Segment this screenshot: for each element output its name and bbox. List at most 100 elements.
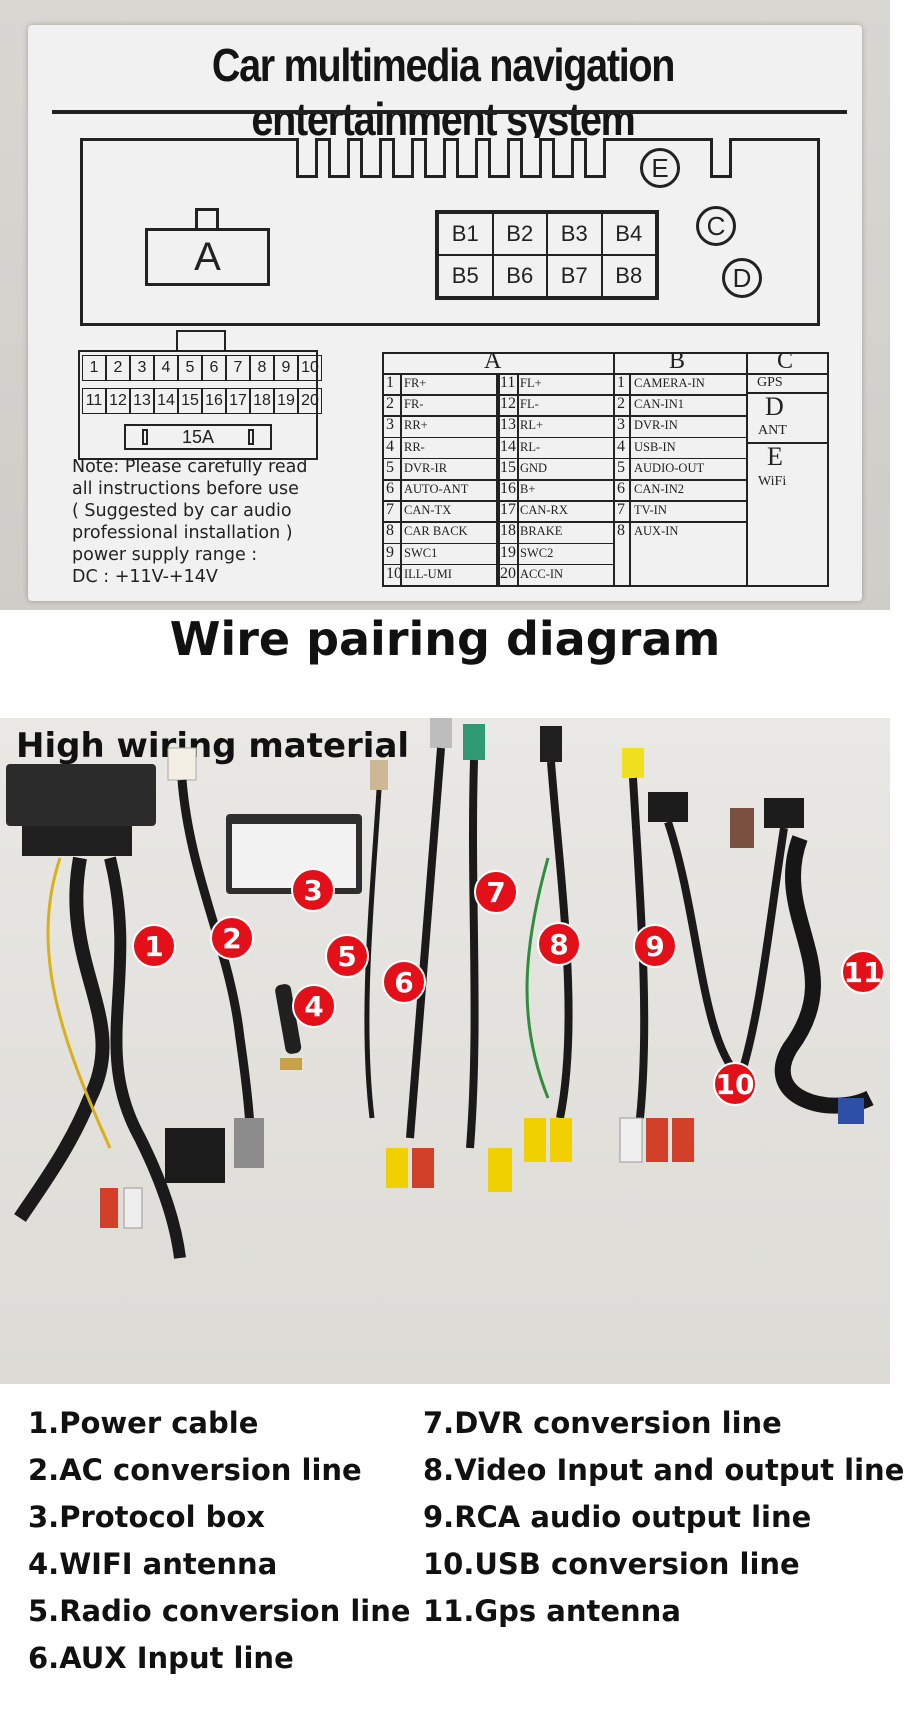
ac-connector xyxy=(167,747,197,781)
power-harness-plug xyxy=(6,764,156,826)
badge-8: 8 xyxy=(537,922,581,966)
pin-row-2: 11 12 13 14 15 16 17 18 19 20 xyxy=(82,388,322,414)
a-left-pin-number: 9 xyxy=(386,543,394,561)
a-left-pin-number: 2 xyxy=(386,395,394,413)
a-right-pin-number: 14 xyxy=(500,437,516,455)
b-slot: B2 xyxy=(492,213,547,255)
table-rule xyxy=(384,542,498,545)
a-left-pin-number: 1 xyxy=(386,374,394,391)
table-rule xyxy=(613,521,746,523)
rca-plug xyxy=(646,1118,668,1162)
legend-item: 2.AC conversion line xyxy=(28,1453,362,1487)
rca-plug xyxy=(524,1118,546,1162)
photo-subtitle: High wiring material xyxy=(16,726,410,766)
b-rows-signal: DVR-IN xyxy=(634,418,678,433)
a-left-signal: AUTO-ANT xyxy=(404,482,469,496)
table-rule xyxy=(498,415,613,417)
legend-item: 8.Video Input and output line xyxy=(423,1453,904,1487)
a-left-pin-number: 10 xyxy=(386,564,402,582)
badge-4: 4 xyxy=(292,984,336,1028)
fuse-terminal xyxy=(141,429,148,445)
a-right-pin-number: 19 xyxy=(500,543,516,561)
b-rows-signal: TV-IN xyxy=(634,503,667,518)
b-slot: B5 xyxy=(438,255,493,297)
table-rule xyxy=(384,563,498,566)
note-line: power supply range : xyxy=(72,545,258,565)
label-title: Car multimedia navigation entertainment … xyxy=(211,39,676,145)
legend-item: 10.USB conversion line xyxy=(423,1547,800,1581)
table-rule xyxy=(384,415,498,417)
a-right-signal: RL+ xyxy=(520,418,544,433)
table-rule xyxy=(498,542,613,545)
pin: 9 xyxy=(274,355,298,381)
b-rows-signal: USB-IN xyxy=(634,439,676,454)
b-rows-pin-number: 2 xyxy=(617,395,625,413)
rca-plug xyxy=(672,1118,694,1162)
pin: 16 xyxy=(202,388,226,414)
power-cable xyxy=(14,856,110,1222)
legend-item: 5.Radio conversion line xyxy=(28,1594,411,1628)
pin: 8 xyxy=(250,355,274,381)
usb-connector xyxy=(648,792,688,822)
fuse: 15A xyxy=(124,424,272,450)
b-rows-pin-number: 7 xyxy=(617,501,625,519)
a-left-signal: RR- xyxy=(404,439,425,454)
a-left-signal: CAR BACK xyxy=(404,524,468,539)
table-rule xyxy=(613,500,746,502)
b-slot: B8 xyxy=(601,255,656,297)
diagram-heading: Wire pairing diagram xyxy=(169,612,721,666)
a-right-pin-number: 18 xyxy=(500,522,516,540)
port-d: D xyxy=(722,258,762,298)
b-slot: B1 xyxy=(438,213,493,255)
pin: 18 xyxy=(250,388,274,414)
rca-audio-connector xyxy=(622,748,644,778)
rca-plug xyxy=(123,1187,143,1229)
a-right-signal: FL- xyxy=(520,397,539,412)
label-card xyxy=(28,25,862,601)
port-slot xyxy=(456,138,478,178)
a-right-pin-number: 12 xyxy=(500,395,516,413)
b-slot: B4 xyxy=(601,213,656,255)
table-rule xyxy=(746,442,827,444)
a-left-signal: RR+ xyxy=(404,418,428,433)
table-rule xyxy=(498,436,613,439)
a-right-pin-number: 13 xyxy=(500,416,516,434)
b-rows-signal: CAMERA-IN xyxy=(634,376,705,390)
a-left-signal: FR- xyxy=(404,397,424,412)
badge-9: 9 xyxy=(633,924,677,968)
pin: 12 xyxy=(106,388,130,414)
a-left-signal: DVR-IR xyxy=(404,460,448,475)
power-harness-plug xyxy=(22,826,132,856)
a-left-pin-number: 5 xyxy=(386,458,394,476)
pin: 4 xyxy=(154,355,178,381)
pin: 11 xyxy=(82,388,106,414)
table-rule xyxy=(613,394,746,396)
a-right-pin-number: 11 xyxy=(500,374,516,391)
table-rule xyxy=(384,394,498,396)
badge-5: 5 xyxy=(325,934,369,978)
a-right-pin-number: 20 xyxy=(500,564,516,582)
a-left-signal: CAN-TX xyxy=(404,503,452,518)
legend-item: 9.RCA audio output line xyxy=(423,1500,812,1534)
table-rule xyxy=(498,500,613,502)
a-left-signal: FR+ xyxy=(404,376,427,390)
note-line: all instructions before use xyxy=(72,479,299,499)
pin: 20 xyxy=(298,388,322,414)
b-rows-pin-number: 8 xyxy=(617,522,625,540)
pin-block xyxy=(78,350,318,460)
a-right-signal: BRAKE xyxy=(520,524,563,539)
head-unit-outline xyxy=(80,138,820,326)
port-slot xyxy=(328,138,350,178)
a-left-signal: ILL-UMI xyxy=(404,566,452,581)
port-c: C xyxy=(696,206,736,246)
a-left-pin-number: 3 xyxy=(386,416,394,434)
pin: 5 xyxy=(178,355,202,381)
a-right-signal: CAN-RX xyxy=(520,503,568,518)
b-rows-pin-number: 5 xyxy=(617,458,625,476)
power-harness-plug xyxy=(165,1128,225,1183)
pin: 13 xyxy=(130,388,154,414)
usb-connector xyxy=(764,798,804,828)
cable-illustration xyxy=(6,718,874,1259)
port-slot xyxy=(360,138,382,178)
